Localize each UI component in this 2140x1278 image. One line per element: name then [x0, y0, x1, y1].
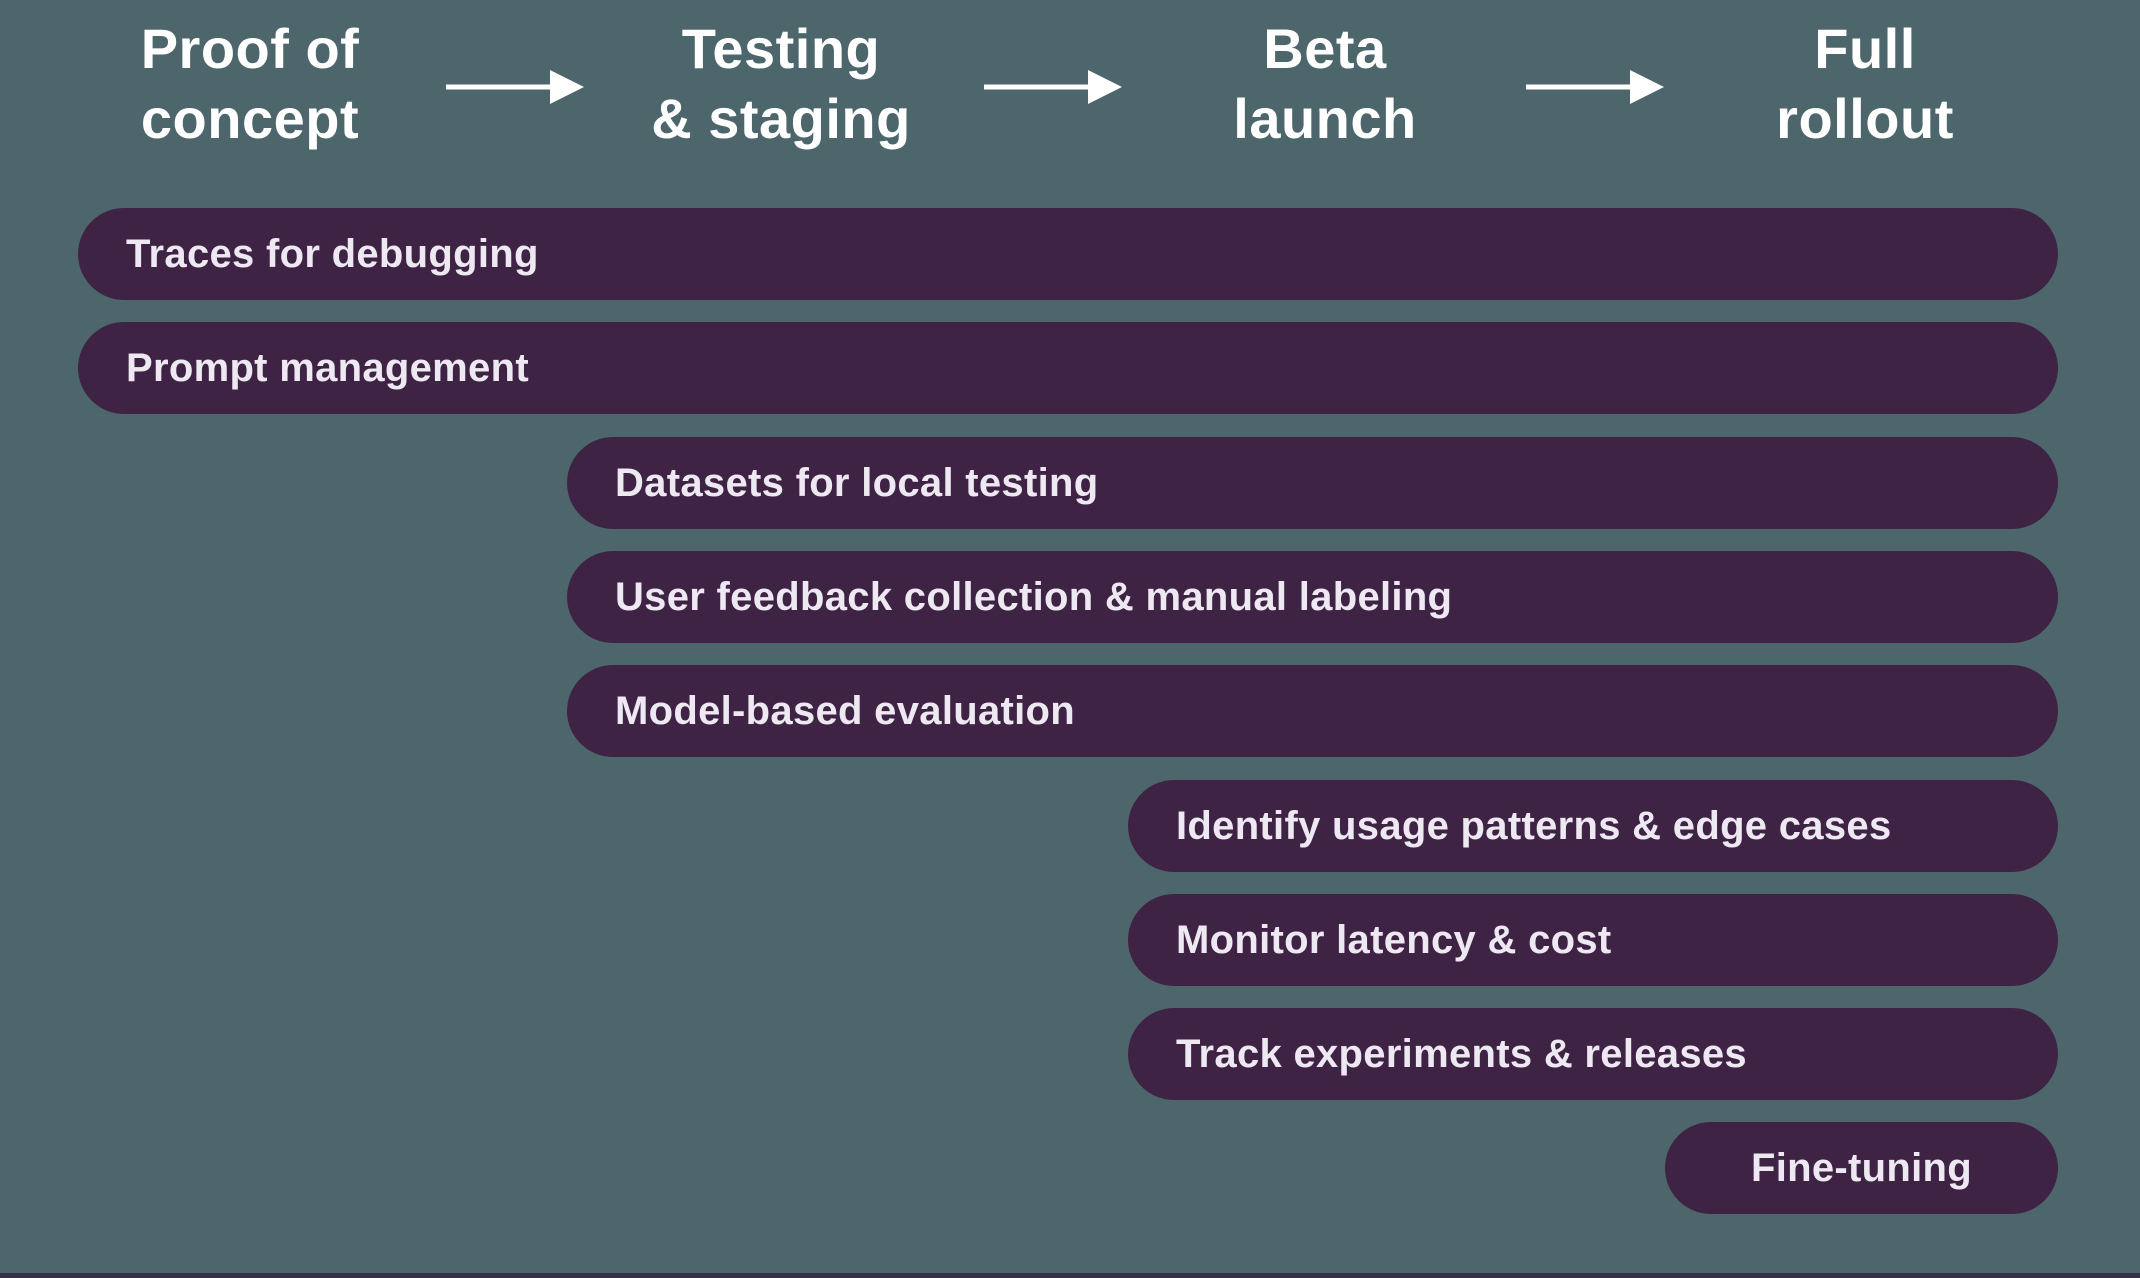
task-bar-2: Datasets for local testing	[567, 437, 2058, 529]
task-bar-label: User feedback collection & manual labeli…	[615, 574, 1453, 619]
task-bar-label: Monitor latency & cost	[1176, 917, 1612, 962]
task-bar-6: Monitor latency & cost	[1128, 894, 2058, 986]
task-bar-label: Prompt management	[126, 345, 529, 390]
stage-header-beta-launch: Beta launch	[1233, 17, 1417, 150]
task-bar-1: Prompt management	[78, 322, 2058, 414]
task-bar-label: Identify usage patterns & edge cases	[1176, 803, 1892, 848]
task-bar-8: Fine-tuning	[1665, 1122, 2058, 1214]
task-bar-label: Track experiments & releases	[1176, 1031, 1747, 1076]
arrow-right-icon	[1526, 70, 1664, 104]
stage-header-full-rollout: Full rollout	[1776, 17, 1954, 150]
task-bar-0: Traces for debugging	[78, 208, 2058, 300]
arrow-right-icon	[446, 70, 584, 104]
stage-header-proof-of-concept: Proof of concept	[140, 17, 360, 150]
task-bar-5: Identify usage patterns & edge cases	[1128, 780, 2058, 872]
task-bar-7: Track experiments & releases	[1128, 1008, 2058, 1100]
task-bar-label: Datasets for local testing	[615, 460, 1099, 505]
bottom-edge-strip	[0, 1273, 2140, 1278]
task-bar-label: Traces for debugging	[126, 231, 539, 276]
task-bar-4: Model-based evaluation	[567, 665, 2058, 757]
arrow-right-icon	[984, 70, 1122, 104]
task-bar-label: Fine-tuning	[1750, 1145, 1972, 1190]
task-bar-3: User feedback collection & manual labeli…	[567, 551, 2058, 643]
stage-header-testing-staging: Testing & staging	[651, 17, 911, 150]
task-bar-label: Model-based evaluation	[615, 688, 1076, 733]
